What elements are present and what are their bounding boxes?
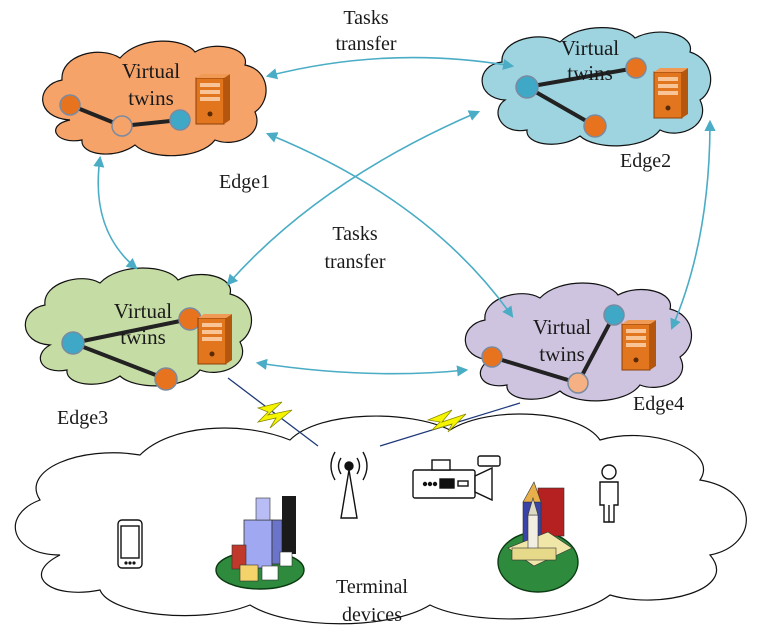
edge3-label: Edge3 bbox=[57, 407, 108, 429]
lightning-icon bbox=[256, 401, 293, 429]
twin-node bbox=[111, 115, 133, 137]
arrow-edge2-edge3 bbox=[226, 110, 481, 286]
twin-node bbox=[154, 367, 178, 391]
edge2-twins-line2: twins bbox=[567, 61, 613, 85]
edge4-twins-line2: twins bbox=[539, 342, 585, 366]
edge1-cloud bbox=[42, 40, 267, 157]
server-icon bbox=[197, 313, 233, 365]
labels: Tasks transfer Tasks transfer Virtual tw… bbox=[57, 7, 684, 626]
arrow-edge1-edge4 bbox=[265, 132, 514, 318]
twin-node bbox=[169, 109, 191, 131]
church-icon bbox=[497, 481, 579, 593]
edge2-twins-line1: Virtual bbox=[561, 36, 619, 60]
edge4-twins-line1: Virtual bbox=[533, 315, 591, 339]
edge1-twins-line2: twins bbox=[128, 86, 174, 110]
twin-node bbox=[481, 346, 503, 368]
edge1-label: Edge1 bbox=[219, 171, 270, 193]
arrow-edge2-edge4 bbox=[670, 119, 716, 331]
edge3-twins-line2: twins bbox=[120, 325, 166, 349]
city-icon bbox=[215, 496, 305, 590]
edge4-label: Edge4 bbox=[633, 393, 684, 415]
person-icon bbox=[599, 464, 619, 523]
camera-icon bbox=[412, 455, 501, 502]
arrow-edge1-edge3 bbox=[93, 155, 138, 270]
lightning-icon bbox=[426, 409, 467, 433]
antenna-icon bbox=[330, 451, 368, 519]
server-icon bbox=[653, 67, 689, 119]
edge1-twin-graph bbox=[59, 73, 231, 137]
edge2-twin-graph bbox=[515, 57, 689, 138]
twin-node bbox=[583, 114, 607, 138]
twin-node bbox=[61, 331, 85, 355]
twin-node bbox=[603, 304, 625, 326]
tasks-transfer-top-line2: transfer bbox=[335, 33, 396, 55]
edge3-twins-line1: Virtual bbox=[114, 299, 172, 323]
edge3-twin-graph bbox=[61, 307, 233, 391]
arrow-edge1-edge2 bbox=[265, 56, 515, 80]
terminal-devices-line1: Terminal bbox=[336, 576, 408, 598]
edge4-twin-graph bbox=[481, 304, 657, 394]
twin-node bbox=[625, 57, 647, 79]
wireless-links bbox=[227, 377, 521, 447]
twin-node bbox=[567, 372, 589, 394]
phone-icon bbox=[117, 519, 143, 569]
server-icon bbox=[195, 73, 231, 125]
arrow-edge3-edge4 bbox=[255, 358, 469, 377]
twin-node bbox=[515, 75, 539, 99]
transfer-arrows bbox=[93, 56, 716, 377]
tasks-transfer-mid-line2: transfer bbox=[324, 251, 385, 273]
edge2-label: Edge2 bbox=[620, 150, 671, 172]
tasks-transfer-mid-line1: Tasks bbox=[332, 223, 377, 245]
terminal-devices-line2: devices bbox=[342, 604, 402, 626]
edge1-twins-line1: Virtual bbox=[122, 59, 180, 83]
edge3-cloud bbox=[24, 267, 253, 387]
twin-node bbox=[59, 94, 81, 116]
tasks-transfer-top-line1: Tasks bbox=[343, 7, 388, 29]
server-icon bbox=[621, 319, 657, 371]
